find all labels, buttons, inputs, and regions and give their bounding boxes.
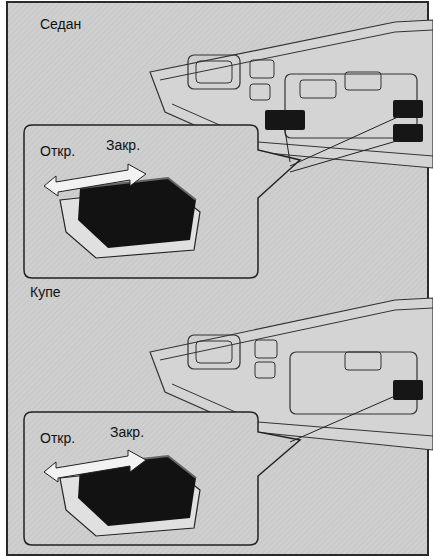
lock-switch: [255, 340, 277, 358]
leader-line: [290, 116, 400, 166]
window-switch-button: [393, 124, 423, 142]
mirror-control: [188, 55, 240, 89]
body-type-label: Седан: [40, 16, 81, 32]
switch-rocker: [78, 178, 196, 248]
leader-line: [290, 140, 400, 172]
mirror-control: [188, 335, 240, 369]
coupe-inset: [24, 396, 395, 545]
leader-line: [285, 130, 290, 162]
window-switch-button: [393, 380, 423, 400]
window-switch: [300, 80, 336, 98]
window-switch-button: [393, 100, 423, 118]
mirror-knob: [196, 341, 232, 363]
leader-line: [290, 396, 395, 442]
window-switch: [345, 72, 381, 90]
lock-switch: [255, 362, 275, 378]
window-switch: [345, 352, 381, 370]
inset-outline: [24, 125, 300, 278]
lock-switch: [250, 60, 274, 78]
inset-box: Откр. Закр.: [24, 125, 258, 278]
direction-arrow: [44, 450, 146, 482]
direction-label: Закр.: [110, 424, 144, 440]
direction-label: Закр.: [106, 137, 140, 153]
mirror-knob: [196, 61, 232, 83]
lock-switch: [250, 84, 270, 100]
window-switch-button: [265, 110, 305, 130]
body-type-label: Купе: [30, 284, 61, 300]
sedan-inset: [24, 116, 400, 278]
inset-outline: [24, 412, 300, 545]
direction-label: Откр.: [40, 143, 75, 159]
inset-box: Откр. Закр.: [24, 412, 258, 545]
direction-arrow: [44, 164, 146, 196]
direction-label: Откр.: [40, 430, 75, 446]
